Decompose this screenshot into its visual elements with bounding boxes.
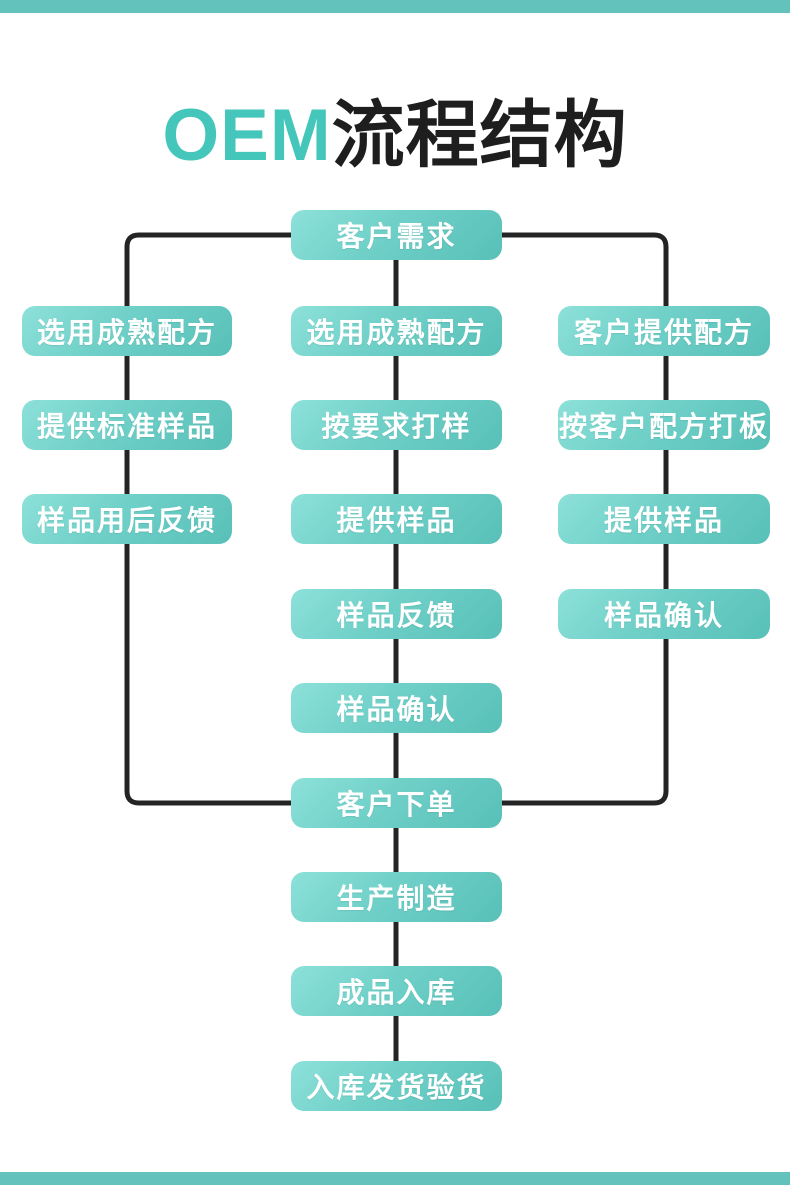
flow-node-right-1: 客户提供配方 [558,306,770,356]
flow-node-customer-demand: 客户需求 [291,210,502,260]
flow-node-left-3: 样品用后反馈 [22,494,232,544]
flow-node-right-2: 按客户配方打板 [558,400,770,450]
flow-node-mid-3: 提供样品 [291,494,502,544]
flow-node-right-3: 提供样品 [558,494,770,544]
bottom-edge-bar [0,1172,790,1185]
flow-node-right-4: 样品确认 [558,589,770,639]
top-edge-bar [0,0,790,13]
flow-node-mid-5: 样品确认 [291,683,502,733]
flow-node-production: 生产制造 [291,872,502,922]
flow-node-mid-4: 样品反馈 [291,589,502,639]
flow-node-warehousing: 成品入库 [291,966,502,1016]
flow-node-mid-1: 选用成熟配方 [291,306,502,356]
flow-node-customer-order: 客户下单 [291,778,502,828]
page-title: OEM流程结构 [0,95,790,176]
title-accent: OEM [162,95,332,176]
flow-node-left-2: 提供标准样品 [22,400,232,450]
flow-node-shipping-inspection: 入库发货验货 [291,1061,502,1111]
flow-node-left-1: 选用成熟配方 [22,306,232,356]
flow-node-mid-2: 按要求打样 [291,400,502,450]
title-rest: 流程结构 [331,95,628,176]
